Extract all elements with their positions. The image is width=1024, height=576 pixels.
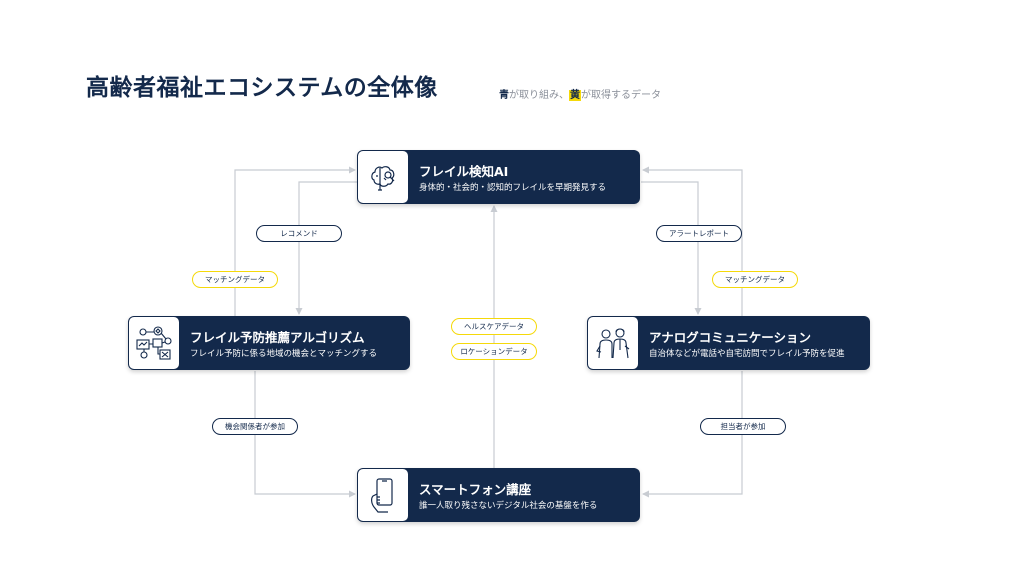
label-healthcare-data: ヘルスケアデータ (451, 318, 537, 335)
node-frail-ai: フレイル検知AI 身体的・社会的・認知的フレイルを早期発見する (357, 150, 640, 204)
node-frail-ai-subtitle: 身体的・社会的・認知的フレイルを早期発見する (419, 181, 606, 193)
label-recommend: レコメンド (256, 225, 342, 242)
node-frail-ai-title: フレイル検知AI (419, 161, 508, 180)
label-alert-report: アラートレポート (656, 225, 742, 242)
node-analog-title: アナログコミュニケーション (649, 327, 811, 346)
label-opportunity-participants: 機会関係者が参加 (212, 418, 298, 435)
label-matching-data-right: マッチングデータ (712, 271, 798, 288)
people-talking-icon (594, 324, 632, 362)
label-matching-data-left: マッチングデータ (192, 271, 278, 288)
connector-left-outer (235, 170, 355, 316)
node-analog: アナログコミュニケーション 自治体などが電話や自宅訪問でフレイル予防を促進 (587, 316, 870, 370)
smartphone-hand-icon (366, 476, 400, 514)
connector-right-outer (643, 170, 742, 316)
brain-analysis-icon (366, 160, 400, 194)
node-algorithm: フレイル予防推薦アルゴリズム フレイル予防に係る地域の機会とマッチングする (128, 316, 410, 370)
connector-right-inner (641, 182, 698, 314)
network-diagram-icon (134, 324, 174, 362)
label-staff-participants: 担当者が参加 (700, 418, 786, 435)
connector-left-inner (299, 182, 357, 314)
node-algorithm-subtitle: フレイル予防に係る地域の機会とマッチングする (190, 347, 377, 359)
node-analog-subtitle: 自治体などが電話や自宅訪問でフレイル予防を促進 (649, 347, 845, 359)
node-smartphone-subtitle: 誰一人取り残さないデジタル社会の基盤を作る (419, 499, 597, 511)
label-location-data: ロケーションデータ (451, 343, 537, 360)
node-smartphone-title: スマートフォン講座 (419, 479, 531, 498)
node-smartphone: スマートフォン講座 誰一人取り残さないデジタル社会の基盤を作る (357, 468, 640, 522)
node-algorithm-title: フレイル予防推薦アルゴリズム (190, 327, 365, 346)
